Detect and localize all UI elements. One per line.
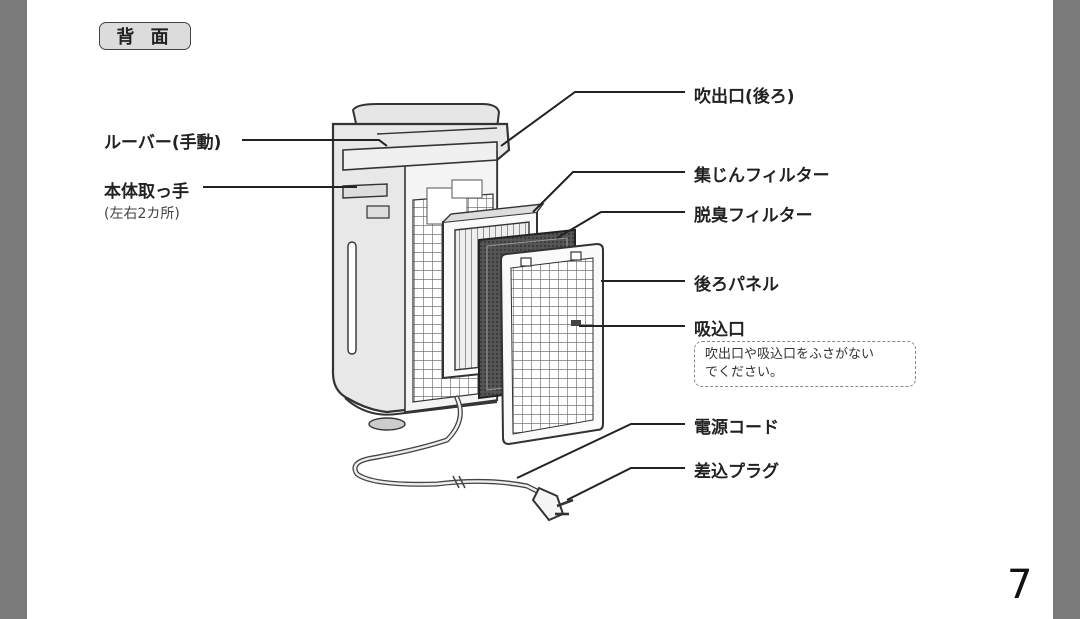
label-deodorizing-filter: 脱臭フィルター: [694, 206, 813, 226]
power-plug: [531, 486, 574, 522]
label-outlet: 吹出口(後ろ): [694, 87, 795, 107]
leader-lines: [203, 91, 685, 501]
caution-note: 吹出口や吸込口をふさがない でください。: [694, 341, 916, 387]
page-number: 7: [1007, 562, 1033, 608]
rear-panel: [499, 242, 604, 446]
air-purifier-diagram: [203, 91, 685, 522]
label-dust-filter: 集じんフィルター: [694, 166, 830, 186]
label-plug: 差込プラグ: [694, 462, 779, 482]
label-power-cord: 電源コード: [694, 418, 779, 438]
power-cord: [352, 395, 546, 497]
label-handle-note: (左右2カ所): [104, 206, 180, 222]
caution-note-line2: でください。: [705, 365, 784, 380]
label-inlet: 吸込口: [694, 320, 745, 340]
section-tag: 背 面: [99, 22, 191, 50]
caution-note-line1: 吹出口や吸込口をふさがない: [705, 347, 875, 362]
label-louver: ルーバー(手動): [104, 133, 222, 153]
label-handle: 本体取っ手: [104, 182, 189, 202]
manual-page: 背 面 ルーバー(手動) 本体取っ手 (左右2カ所) 吹出口(後ろ) 集じんフィ…: [27, 0, 1053, 619]
label-rear-panel: 後ろパネル: [694, 275, 779, 295]
